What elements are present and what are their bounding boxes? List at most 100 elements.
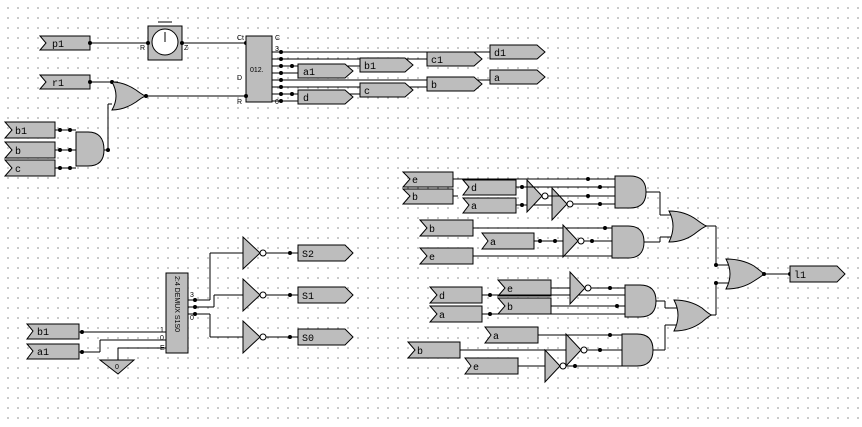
and-gate-r2[interactable] [611,225,645,259]
svg-text:0: 0 [115,364,119,371]
tag-b1-demux[interactable]: b1 [25,323,80,340]
not-gate-r1a[interactable] [526,178,549,214]
tag-d-input-3[interactable]: d [428,286,483,304]
svg-text:c1: c1 [431,56,443,67]
not-gate-s2[interactable] [242,235,267,271]
svg-text:D: D [237,75,242,82]
svg-text:b: b [412,192,418,204]
clock-component[interactable]: R Z [140,21,189,61]
svg-text:E: E [160,345,165,352]
or-gate-reset[interactable] [111,81,147,111]
svg-text:p1: p1 [52,40,64,51]
and-gate-r4[interactable] [621,333,654,367]
svg-text:b: b [417,346,423,358]
tag-b-input-2[interactable]: b [418,219,474,237]
svg-text:S0: S0 [302,334,314,345]
not-gate-r4a[interactable] [565,332,588,368]
tag-l1-output[interactable]: l1 [789,265,846,283]
svg-text:a: a [494,74,500,85]
svg-text:e: e [473,363,479,374]
not-gate-r2[interactable] [562,223,585,259]
svg-text:l1: l1 [794,270,806,282]
not-gate-r1b[interactable] [551,186,574,222]
ground-symbol[interactable]: 0 [98,359,136,375]
tag-a-input-3[interactable]: a [428,305,483,323]
or-gate-final[interactable] [725,258,765,290]
tag-a-mid-2[interactable]: a [481,232,535,250]
not-gate-r3[interactable] [569,270,592,306]
tag-b-left[interactable]: b [3,141,56,159]
tag-b-input-1[interactable]: b [401,188,454,205]
svg-text:c: c [15,165,21,176]
tag-s2[interactable]: S2 [297,244,354,262]
svg-text:R: R [237,99,242,106]
tag-b-input-4[interactable]: b [406,341,461,359]
tag-a-out[interactable]: a [489,69,546,85]
tag-d1-out[interactable]: d1 [489,44,546,60]
tag-a1-out[interactable]: a1 [297,63,354,79]
tag-c-left[interactable]: c [3,159,56,177]
svg-text:1: 1 [160,327,164,334]
svg-text:a1: a1 [303,68,315,79]
tag-a1-demux[interactable]: a1 [25,343,80,360]
svg-text:a: a [471,202,477,213]
tag-p1[interactable]: p1 [38,35,91,51]
svg-text:012.: 012. [250,67,264,74]
tag-s0[interactable]: S0 [297,328,354,346]
svg-text:0: 0 [160,335,164,342]
tag-b-out[interactable]: b [426,76,483,92]
and-gate-r1[interactable] [614,175,647,209]
svg-text:3: 3 [190,292,194,299]
svg-text:d1: d1 [494,48,506,60]
demux-component[interactable]: 2:4 DEMUX S1S0 1 0 E 3 0 [160,272,194,354]
tag-b1-left[interactable]: b1 [3,121,56,139]
svg-text:C: C [275,35,280,42]
counter-component[interactable]: 012. Ct D R C 3 0 [237,35,280,106]
svg-text:R: R [140,45,145,52]
svg-text:a: a [490,238,496,249]
tag-c-out[interactable]: c [359,82,414,98]
svg-text:b1: b1 [15,126,27,138]
not-gate-s1[interactable] [242,277,267,313]
svg-text:d: d [303,93,309,105]
tag-a-mid-4[interactable]: a [484,326,539,344]
svg-text:Ct: Ct [237,35,244,42]
tag-r1[interactable]: r1 [38,74,91,90]
tag-e-mid-3[interactable]: e [496,279,552,297]
not-gate-s0[interactable] [242,319,267,355]
tag-a-mid-1[interactable]: a [461,197,517,214]
svg-text:S2: S2 [302,250,314,261]
tag-d-mid-1[interactable]: d [461,179,517,196]
svg-text:e: e [412,176,418,187]
tag-b1-out[interactable]: b1 [359,57,414,73]
tag-e-mid-4[interactable]: e [464,357,519,375]
tag-s1[interactable]: S1 [297,286,354,304]
svg-text:2:4 DEMUX S1S0: 2:4 DEMUX S1S0 [173,276,180,332]
svg-text:b: b [15,146,21,158]
svg-text:b: b [507,302,513,314]
tag-b-mid-3[interactable]: b [496,297,552,315]
tag-c1-out[interactable]: c1 [426,51,483,67]
svg-text:r1: r1 [52,79,64,90]
svg-text:a: a [493,332,499,343]
tag-d-out[interactable]: d [297,89,354,105]
svg-text:b: b [429,224,435,236]
not-gate-r4b[interactable] [544,348,567,384]
svg-text:b1: b1 [37,327,49,339]
tag-e-input-1[interactable]: e [401,171,454,188]
svg-text:b: b [431,80,437,92]
and-gate-r3[interactable] [624,284,657,318]
svg-text:c: c [364,87,370,98]
svg-text:3: 3 [275,46,279,53]
svg-text:d: d [471,183,477,195]
and-gate-left[interactable] [75,131,105,167]
svg-text:Z: Z [184,45,189,52]
svg-text:a1: a1 [37,348,49,359]
or-gate-lower[interactable] [673,299,713,332]
or-gate-upper[interactable] [668,210,708,243]
tag-e-input-2[interactable]: e [418,247,474,265]
svg-text:0: 0 [275,99,279,106]
svg-text:a: a [439,311,445,322]
